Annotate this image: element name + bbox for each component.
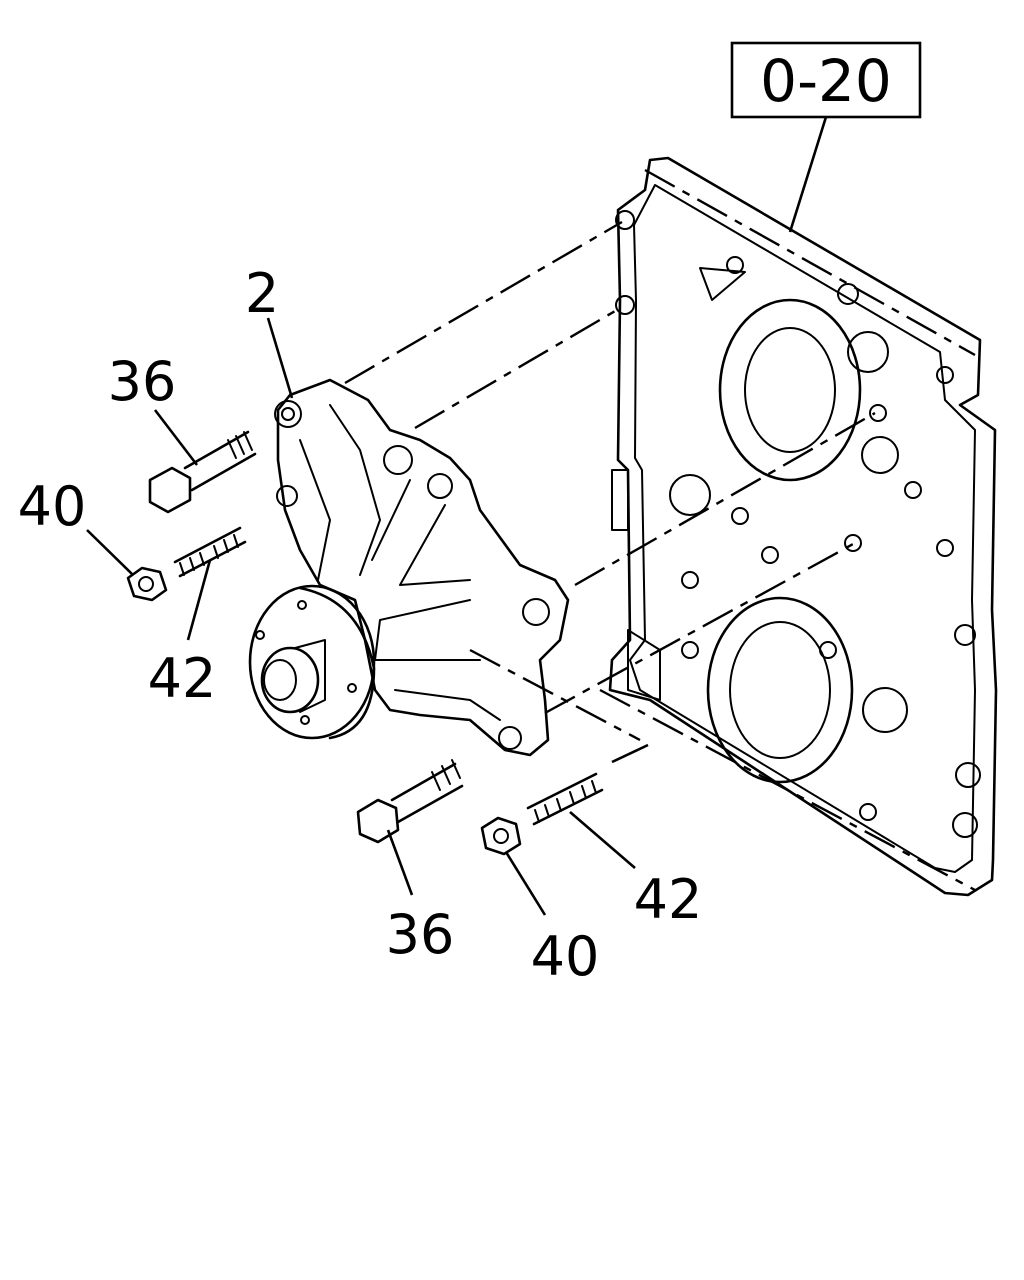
water-pump[interactable] bbox=[248, 378, 570, 757]
lower-bore bbox=[706, 596, 854, 784]
alignment-lines bbox=[344, 168, 976, 892]
reference-leader bbox=[788, 116, 828, 233]
nut-left[interactable] bbox=[126, 566, 168, 602]
leader-lines bbox=[86, 317, 649, 916]
callout-bolt-lower[interactable]: 36 bbox=[386, 903, 455, 966]
pump-hub bbox=[260, 646, 320, 714]
bolt-lower[interactable] bbox=[356, 759, 464, 844]
pump-pulley-flange bbox=[248, 584, 376, 740]
callout-labels: 2 36 40 42 36 40 42 bbox=[18, 262, 703, 988]
reference-box[interactable]: 0-20 bbox=[730, 41, 922, 119]
upper-bore bbox=[718, 298, 862, 482]
stud-lower[interactable] bbox=[526, 772, 604, 826]
callout-nut-lower[interactable]: 40 bbox=[531, 925, 600, 988]
bolt-upper[interactable] bbox=[148, 430, 257, 514]
callout-stud-left[interactable]: 42 bbox=[148, 647, 217, 710]
stud-left[interactable] bbox=[173, 526, 247, 578]
callout-pump[interactable]: 2 bbox=[245, 262, 279, 325]
timing-gear-cover[interactable] bbox=[608, 156, 998, 897]
callout-stud-lower[interactable]: 42 bbox=[634, 868, 703, 931]
reference-box-label: 0-20 bbox=[760, 47, 892, 115]
callout-bolt-upper[interactable]: 36 bbox=[108, 350, 177, 413]
callout-nut-left[interactable]: 40 bbox=[18, 475, 87, 538]
nut-lower[interactable] bbox=[480, 816, 522, 856]
